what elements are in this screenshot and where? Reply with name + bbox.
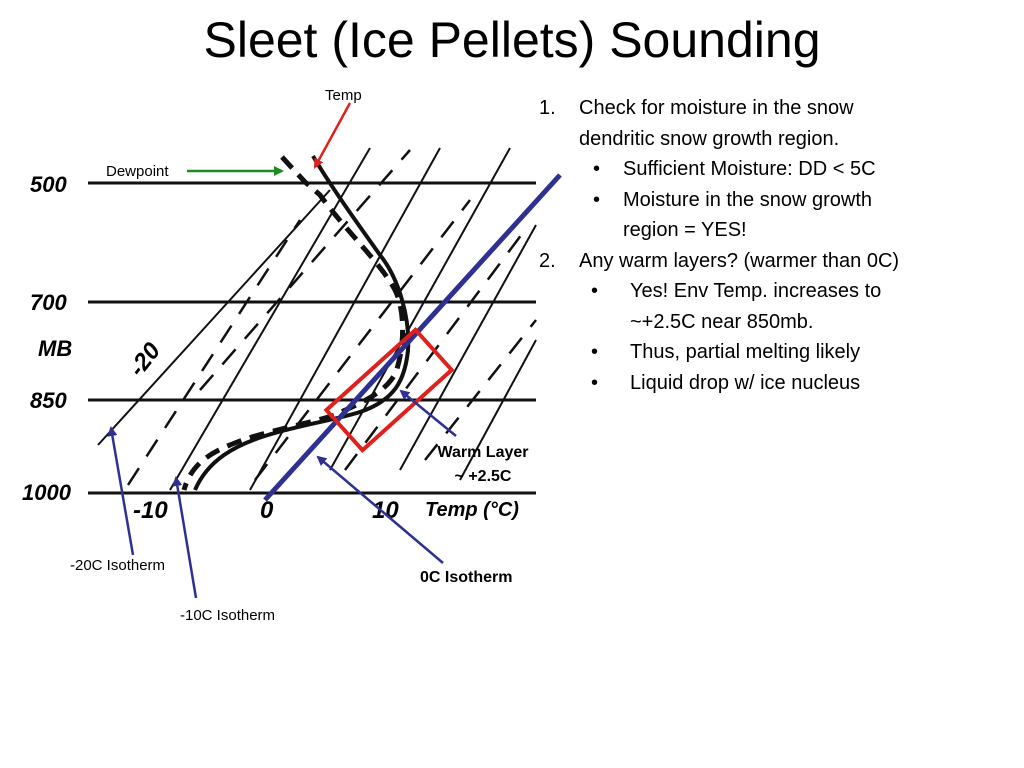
- note-bullet: • Yes! Env Temp. increases to: [533, 276, 1013, 307]
- pressure-label-850: 850: [30, 388, 67, 413]
- pressure-unit-label: MB: [38, 336, 72, 361]
- isotherm-line: [459, 339, 537, 481]
- note-item-2: 2. Any warm layers? (warmer than 0C): [533, 246, 1013, 277]
- note-bullet-text: Moisture in the snow growth: [623, 188, 873, 211]
- zero-isotherm-arrow: [316, 455, 444, 564]
- note-bullet-text: region = YES!: [623, 219, 747, 241]
- temp-axis-label: Temp (°C): [425, 499, 519, 521]
- note-number-1: 1.: [539, 97, 556, 119]
- temp-label: Temp: [325, 87, 362, 104]
- minus20-isotherm-arrow: [107, 426, 135, 556]
- pressure-label-500: 500: [30, 172, 67, 197]
- warm-layer-label-line2: ~ +2.5C: [455, 468, 512, 485]
- note-bullet-text: Yes! Env Temp. increases to: [630, 280, 882, 302]
- adiabat-line: [254, 199, 471, 481]
- note-bullet-text: Thus, partial melting likely: [630, 341, 861, 363]
- dewpoint-label: Dewpoint: [106, 163, 169, 180]
- isotherm-minus20-label: -20: [123, 337, 166, 381]
- warm-layer-box: [323, 326, 455, 454]
- temperature-labels: -10 0 10 Temp (°C): [133, 497, 519, 524]
- pressure-label-1000: 1000: [22, 480, 72, 505]
- note-item-1-line2: dendritic snow growth region.: [579, 127, 840, 150]
- zero-isotherm-line: [263, 173, 562, 502]
- zero-isotherm-label: 0C Isotherm: [420, 569, 512, 586]
- dewpoint-profile: [181, 155, 406, 491]
- note-number-2: 2.: [539, 249, 556, 272]
- pressure-labels: 500 700 MB 850 1000: [22, 172, 72, 505]
- isotherm-line: [169, 147, 371, 491]
- note-bullet: • Moisture in the snow growth: [533, 185, 1013, 216]
- note-item-1: 1. Check for moisture in the snow dendri…: [533, 93, 1013, 154]
- notes-list: 1. Check for moisture in the snow dendri…: [533, 93, 1013, 398]
- pressure-label-700: 700: [30, 290, 67, 315]
- note-item-1-line1: Check for moisture in the snow: [579, 97, 854, 119]
- minus10-isotherm-arrow: [172, 476, 198, 599]
- note-bullet: • Liquid drop w/ ice nucleus: [533, 368, 1013, 399]
- adiabat-lines: [126, 149, 537, 486]
- isotherm-line: [329, 147, 511, 471]
- adiabat-line: [126, 219, 302, 486]
- temperature-profile: [193, 154, 411, 491]
- isotherm-line: [399, 224, 537, 471]
- note-bullet-text: Liquid drop w/ ice nucleus: [630, 371, 861, 394]
- slide-title: Sleet (Ice Pellets) Sounding: [203, 12, 821, 68]
- bullet-dot: •: [591, 280, 599, 302]
- warm-layer-label-line1: Warm Layer: [438, 444, 529, 461]
- bullet-dot: •: [593, 158, 601, 180]
- isotherm-line: [97, 189, 331, 446]
- note-bullet-text: Sufficient Moisture: DD < 5C: [623, 158, 876, 180]
- note-bullet: • Thus, partial melting likely: [533, 337, 1013, 368]
- bullet-dot: •: [593, 188, 601, 211]
- adiabat-line: [424, 319, 537, 461]
- isotherm-line: [249, 147, 441, 491]
- bullet-dot: •: [591, 371, 599, 394]
- note-bullet: • Sufficient Moisture: DD < 5C: [533, 154, 1013, 185]
- adiabat-line: [199, 149, 411, 391]
- note-bullet-continuation: region = YES!: [533, 215, 1013, 246]
- temp-arrow: [313, 102, 352, 169]
- warm-layer-arrow: [399, 389, 457, 437]
- temp-label-0: 0: [260, 497, 274, 524]
- note-item-2-line: Any warm layers? (warmer than 0C): [579, 249, 900, 272]
- bullet-dot: •: [591, 341, 599, 363]
- isotherm-lines: [97, 147, 537, 491]
- minus10-isotherm-label: -10C Isotherm: [180, 607, 275, 624]
- note-bullet-continuation: ~+2.5C near 850mb.: [533, 307, 1013, 338]
- minus20-isotherm-label: -20C Isotherm: [70, 557, 165, 574]
- temp-label-minus10: -10: [133, 497, 168, 524]
- pressure-lines: [88, 181, 536, 495]
- note-bullet-text: ~+2.5C near 850mb.: [630, 310, 814, 333]
- temp-label-10: 10: [372, 497, 399, 524]
